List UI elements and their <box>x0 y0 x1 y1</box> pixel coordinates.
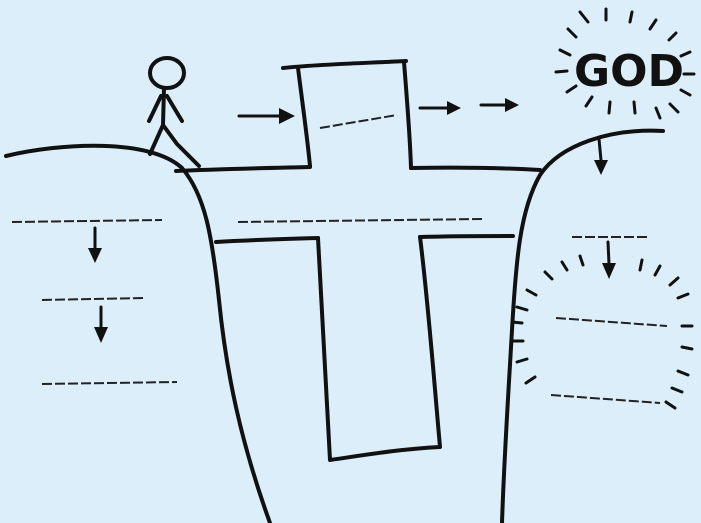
down-arrow-left-2 <box>94 307 108 343</box>
cross-stem <box>318 237 440 460</box>
left-blank-2 <box>42 298 146 300</box>
cross-beam-bottom-edge <box>216 238 318 242</box>
down-arrow-right-2 <box>602 242 616 279</box>
cross-upright-right-edge <box>404 62 411 168</box>
cross-beam-blank <box>238 219 482 222</box>
down-arrow-left-1 <box>88 228 102 263</box>
cross-top-blank <box>320 115 397 128</box>
left-cliff <box>6 146 270 523</box>
left-blank-1 <box>12 220 162 222</box>
down-arrow-right-top <box>594 139 608 175</box>
right-sun-rays-icon <box>512 256 692 408</box>
walk-arrow-2 <box>420 101 461 115</box>
stick-figure-icon <box>149 58 199 166</box>
left-blank-3 <box>42 382 177 384</box>
right-blank-2 <box>556 318 667 326</box>
cross-upright-left-edge <box>298 68 310 166</box>
cross-bridge <box>176 61 540 460</box>
right-cliff <box>502 131 663 523</box>
right-blank-3 <box>551 395 660 403</box>
cross-top-edge <box>283 61 406 68</box>
god-sun: GOD <box>556 9 694 118</box>
god-label: GOD <box>574 46 684 97</box>
walk-arrow-1 <box>239 108 295 124</box>
walk-arrow-3 <box>481 98 519 112</box>
cross-beam-top-edge <box>176 167 310 171</box>
cross-beam-bottom-edge-right <box>420 236 513 237</box>
cross-beam-top-edge-right <box>411 168 540 170</box>
